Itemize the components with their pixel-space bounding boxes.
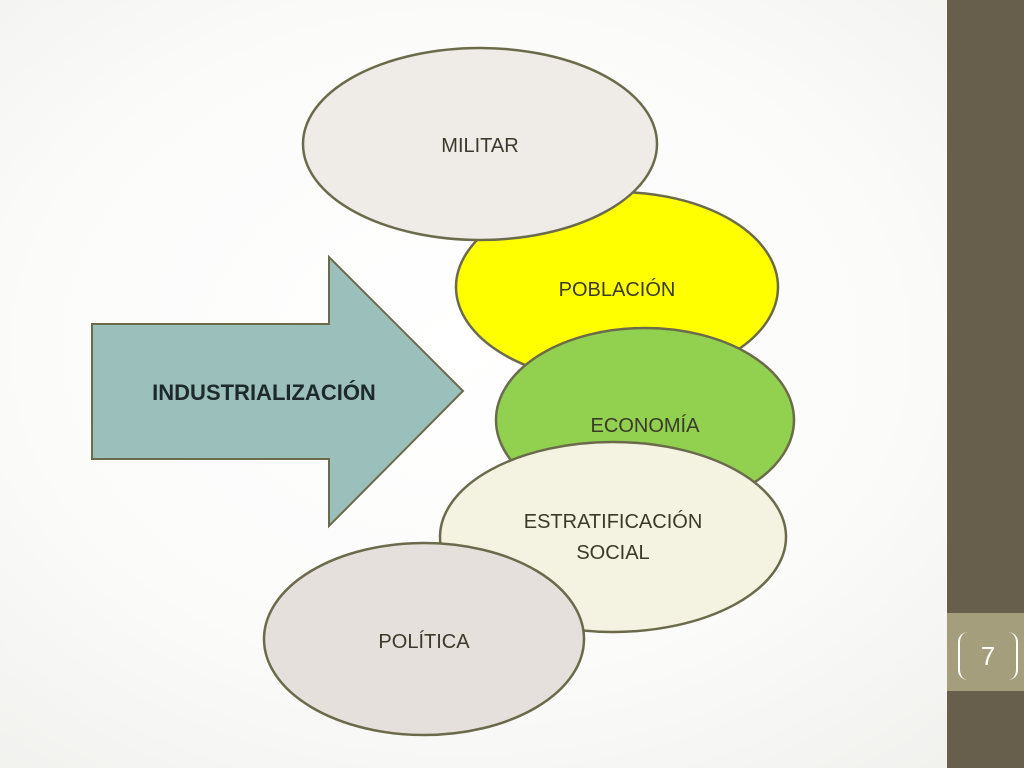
arrow-label: INDUSTRIALIZACIÓN [152, 380, 376, 405]
page-number: 7 [980, 641, 996, 671]
economia-label: ECONOMÍA [591, 414, 701, 437]
industrialization-arrow [91, 254, 465, 529]
poblacion-label: POBLACIÓN [559, 278, 676, 301]
politica-node [262, 541, 586, 737]
page-number-brackets [958, 632, 1018, 680]
estratificacion-label-line2: SOCIAL [576, 542, 649, 564]
militar-label: MILITAR [441, 135, 518, 157]
politica-label: POLÍTICA [378, 630, 470, 653]
diagram-canvas: INDUSTRIALIZACIÓN POBLACIÓN ECONOMÍA EST… [91, 46, 796, 737]
estratificacion-label-line1: ESTRATIFICACIÓN [524, 510, 703, 533]
militar-node [301, 46, 659, 242]
